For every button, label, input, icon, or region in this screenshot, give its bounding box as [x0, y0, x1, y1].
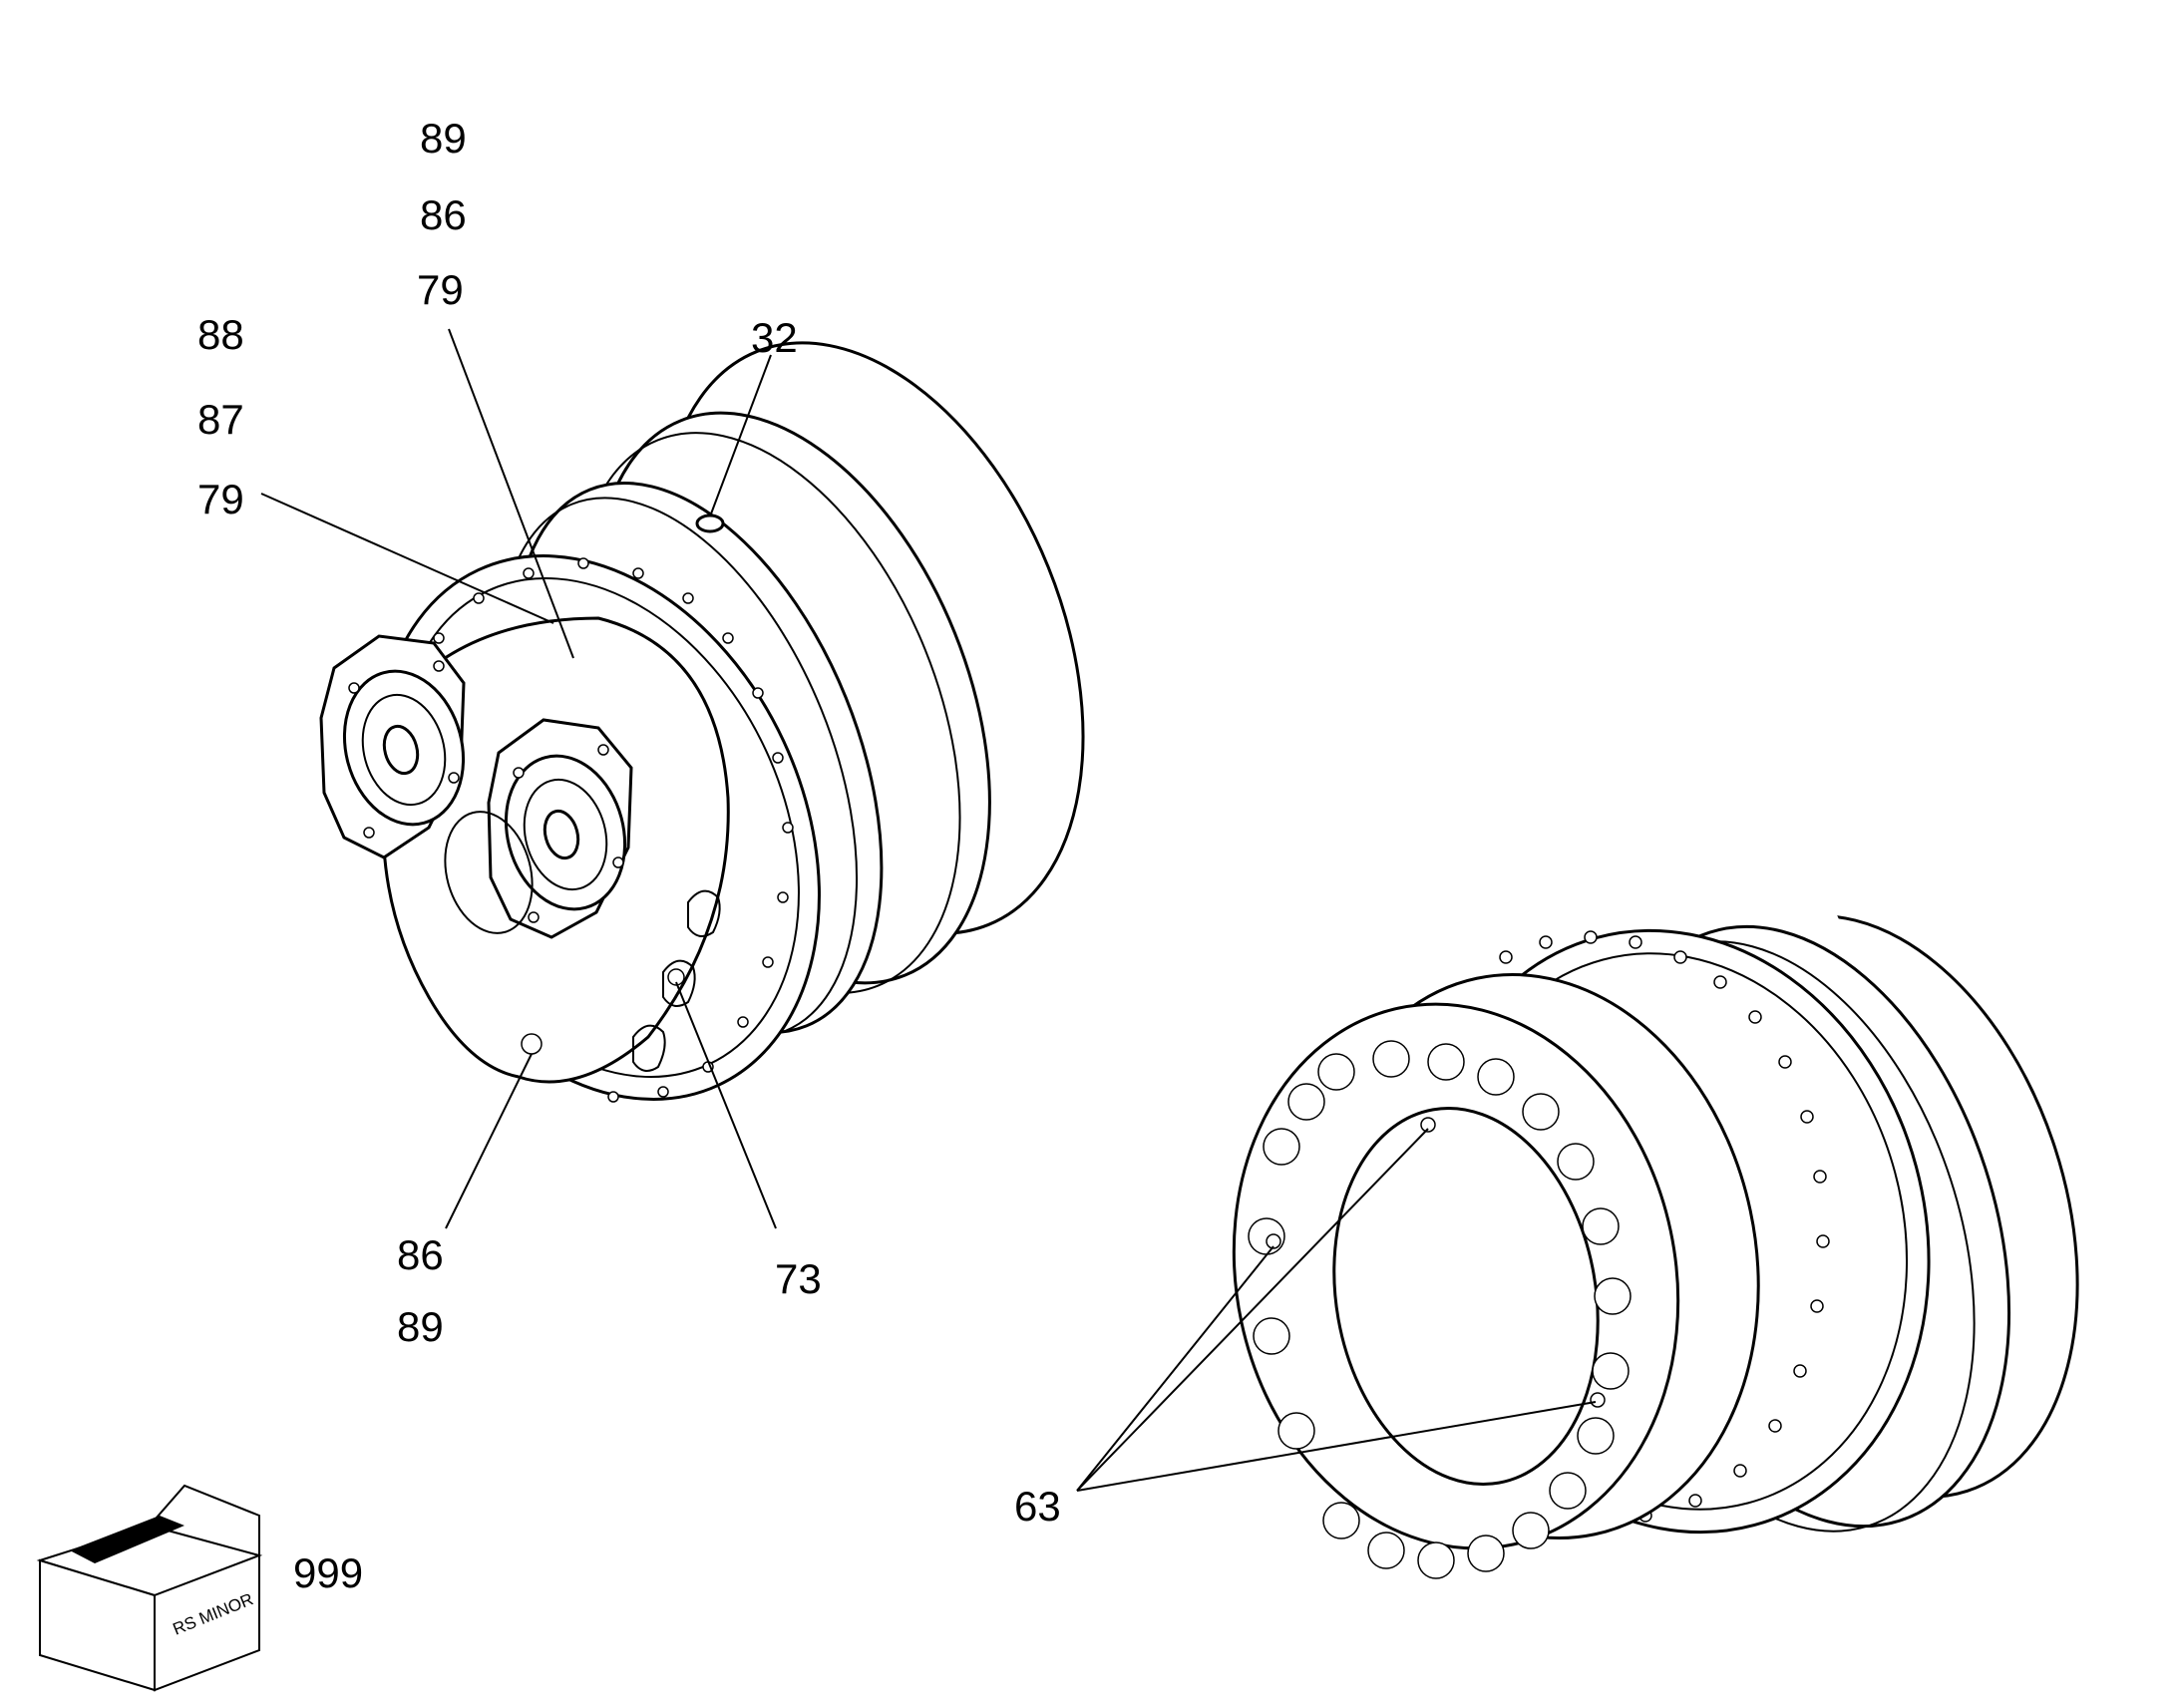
callout-63: 63 — [1014, 1483, 1061, 1530]
flange-bolt-holes — [433, 557, 794, 1103]
callout-79-left: 79 — [197, 476, 244, 522]
callout-labels: 89 86 79 88 87 79 32 86 89 73 63 999 — [197, 115, 1061, 1596]
callout-86-bottom: 86 — [397, 1231, 444, 1278]
hydraulic-motor-front-view[interactable] — [293, 280, 1165, 1172]
port-flange-left — [319, 634, 466, 859]
callout-86-top: 86 — [420, 191, 467, 238]
cover-bolt-tabs — [521, 889, 721, 1072]
callout-89-bottom: 89 — [397, 1303, 444, 1350]
callout-73: 73 — [775, 1255, 822, 1302]
callout-79-top: 79 — [417, 266, 464, 313]
callout-88: 88 — [197, 311, 244, 358]
callout-89-top: 89 — [420, 115, 467, 162]
callout-32: 32 — [751, 314, 798, 361]
callout-999: 999 — [293, 1549, 363, 1596]
port-flange-right — [487, 718, 633, 939]
hydraulic-motor-rear-view[interactable] — [1185, 863, 2148, 1590]
callout-87: 87 — [197, 396, 244, 443]
leader-lines — [260, 328, 1597, 1492]
kit-box: RS MINOR — [36, 1484, 263, 1692]
hub-bolt-recesses — [1248, 1040, 1632, 1579]
